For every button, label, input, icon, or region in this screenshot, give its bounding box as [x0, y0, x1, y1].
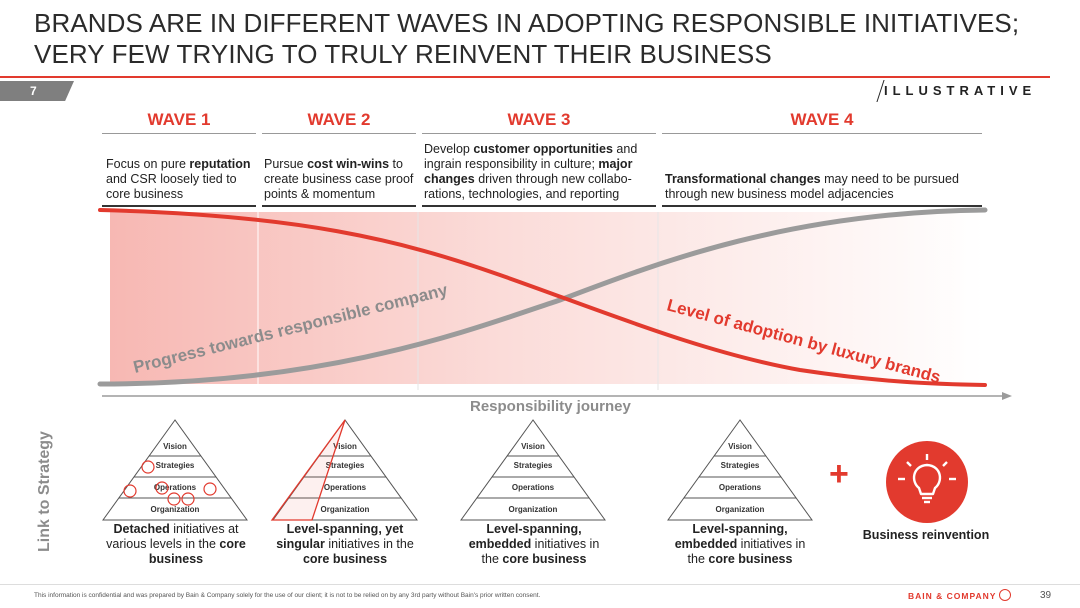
pyramid-2-level-4: Organization: [321, 505, 370, 514]
illustrative-label: ILLUSTRATIVE: [884, 83, 1037, 98]
plus-sign: +: [829, 455, 849, 493]
pyramid-1-level-2: Strategies: [156, 461, 195, 470]
pyramid-1-caption: Detached initiatives at various levels i…: [106, 522, 246, 566]
wave-2-label: WAVE 2: [307, 110, 371, 129]
pyramid-4-level-1: Vision: [728, 442, 752, 451]
pyramid-3: [460, 419, 606, 521]
pyramid-1-level-3: Operations: [154, 483, 197, 492]
wave-4-label: WAVE 4: [790, 110, 854, 129]
pyramid-4-caption: Level-spanning, embedded initiatives in …: [674, 522, 806, 566]
link-to-strategy-label: Link to Strategy: [36, 431, 53, 552]
pyramid-2-caption: Level-spanning, yet singular initiatives…: [276, 522, 414, 566]
wave-2-desc-rule: [262, 205, 416, 207]
wave-3-rule: [422, 133, 656, 134]
pyramid-1-initiative-4: [181, 492, 195, 506]
pyramid-4-level-3: Operations: [719, 483, 762, 492]
page-tab: 7: [0, 81, 74, 101]
journey-arrow-head: [1002, 392, 1012, 400]
bain-logo-icon: [999, 589, 1011, 601]
wave-1-label: WAVE 1: [147, 110, 211, 129]
wave-1-desc-rule: [102, 205, 256, 207]
pyramid-1-initiative-6: [123, 484, 137, 498]
pyramid-3-level-4: Organization: [509, 505, 558, 514]
lightbulb-icon: [886, 441, 968, 523]
pyramid-2-initiative: [270, 419, 346, 521]
pyramid-1-initiative-2: [155, 481, 169, 495]
wave-2-rule: [262, 133, 416, 134]
pyramid-3-caption: Level-spanning, embedded initiatives in …: [468, 522, 600, 566]
pyramid-3-level-3: Operations: [512, 483, 555, 492]
pyramid-2-level-1: Vision: [333, 442, 357, 451]
slide-title: BRANDS ARE IN DIFFERENT WAVES IN ADOPTIN…: [34, 8, 1020, 69]
pyramid-1-level-1: Vision: [163, 442, 187, 451]
wave-4-description: Transformational changes may need to be …: [665, 172, 959, 201]
pyramid-4-level-4: Organization: [716, 505, 765, 514]
wave-4-desc-rule: [662, 205, 982, 207]
wave-2-description: Pursue cost win-wins to create business …: [264, 157, 414, 201]
footer-divider: [0, 584, 1080, 585]
page-number: 39: [1040, 590, 1052, 601]
pyramid-3-level-2: Strategies: [514, 461, 553, 470]
wave-3-label: WAVE 3: [507, 110, 571, 129]
progress-curve: [97, 207, 988, 387]
business-reinvention-label: Business reinvention: [862, 528, 990, 542]
pyramid-1-initiative-1: [141, 460, 155, 474]
wave-1-rule: [102, 133, 256, 134]
bain-brand: BAIN & COMPANY: [908, 591, 997, 601]
wave-4-rule: [662, 133, 982, 134]
pyramid-4: [667, 419, 813, 521]
wave-1-description: Focus on pure reputation and CSR loosely…: [106, 157, 251, 201]
title-divider: [0, 76, 1050, 78]
wave-3-desc-rule: [422, 205, 656, 207]
adoption-curve: [98, 208, 987, 387]
confidentiality-note: This information is confidential and was…: [34, 592, 541, 599]
pyramid-3-level-1: Vision: [521, 442, 545, 451]
pyramid-2-level-3: Operations: [324, 483, 367, 492]
pyramid-1-initiative-3: [167, 492, 181, 506]
pyramid-4-level-2: Strategies: [721, 461, 760, 470]
pyramid-2-level-2: Strategies: [326, 461, 365, 470]
pyramid-1-initiative-5: [203, 482, 217, 496]
pyramid-1-level-4: Organization: [151, 505, 200, 514]
responsibility-journey-label: Responsibility journey: [470, 398, 631, 415]
wave-3-description: Develop customer opportunities and ingra…: [424, 142, 638, 201]
chart-background: [110, 212, 985, 384]
